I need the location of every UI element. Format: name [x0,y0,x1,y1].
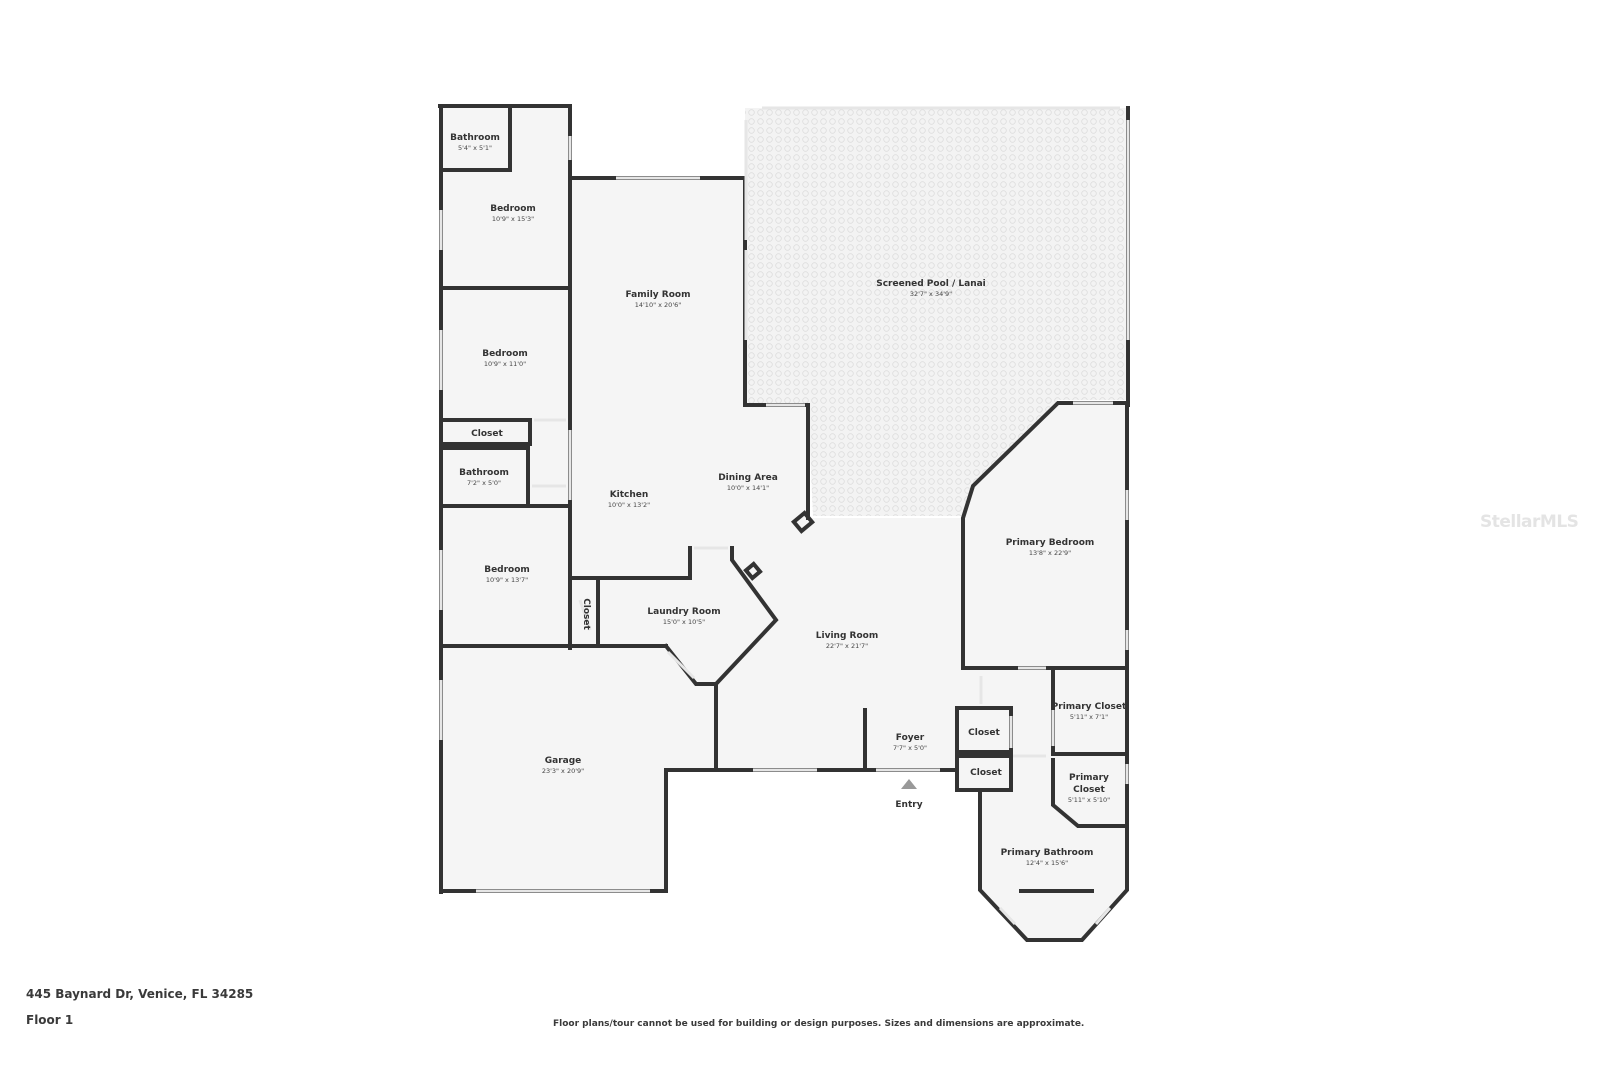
room-dims-family-room: 14'10" x 20'6" [635,301,681,309]
room-name-pool-lanai: Screened Pool / Lanai [876,279,986,289]
wall-laundry [663,546,779,686]
entry-label: Entry [895,800,922,810]
wall-closet-hall [439,418,532,446]
room-name-closet-a: Closet [968,728,1000,738]
floor-label: Floor 1 [26,1013,74,1027]
room-dims-pool-lanai: 32'7" x 34'9" [910,290,952,298]
room-labels: Bathroom 5'4" x 5'1" Bedroom 10'9" x 15'… [450,133,1127,867]
property-address: 445 Baynard Dr, Venice, FL 34285 [26,987,254,1001]
disclaimer-text: Floor plans/tour cannot be used for buil… [553,1019,1085,1029]
room-name-bathroom-hall: Bathroom [459,468,509,478]
wall-bath-hall [439,446,530,508]
wall-bath-nw [439,104,512,172]
room-name-primary-bedroom: Primary Bedroom [1006,538,1095,548]
room-name-living-room: Living Room [816,631,878,641]
room-dims-garage: 23'3" x 20'9" [542,767,584,775]
room-name-family-room: Family Room [626,290,691,300]
room-dims-dining-area: 10'0" x 14'1" [727,484,769,492]
room-dims-bedroom-3: 10'9" x 13'7" [486,576,528,584]
room-dims-primary-closet-1: 5'11" x 7'1" [1070,713,1108,721]
room-name-bedroom-2: Bedroom [482,349,528,359]
entry-arrow-icon [901,779,917,789]
wall-primary-bath [978,666,1129,942]
wall-primary-closet-2 [1051,758,1129,828]
room-dims-primary-bedroom: 13'8" x 22'9" [1029,549,1071,557]
room-dims-primary-bathroom: 12'4" x 15'6" [1026,859,1068,867]
room-dims-foyer: 7'7" x 5'0" [893,744,927,752]
wall-primary-closet-1 [1051,666,1129,756]
wall-primary-bed [961,401,1129,670]
room-dims-bedroom-1: 10'9" x 15'3" [492,215,534,223]
room-dims-laundry-room: 15'0" x 10'5" [663,618,705,626]
room-name-closet-hall: Closet [471,429,503,439]
room-name-bathroom-nw: Bathroom [450,133,500,143]
room-name-primary-closet-1: Primary Closet [1052,702,1127,712]
pillar-dining [790,510,816,534]
room-name-primary-bathroom: Primary Bathroom [1001,848,1094,858]
room-dims-bathroom-nw: 5'4" x 5'1" [458,144,492,152]
windows [439,106,1130,926]
pool-lanai-floor [745,108,1128,516]
room-name-dining-area: Dining Area [718,473,778,483]
watermark-logo: StellarMLS [1480,512,1579,532]
room-name-bedroom-1: Bedroom [490,204,536,214]
room-name-garage: Garage [545,756,582,766]
wall-kitchen-south [568,546,692,580]
room-name-closet-b: Closet [970,768,1002,778]
room-name-primary-closet-2-line1: Primary [1069,773,1109,783]
pillar-laundry [743,561,763,581]
room-name-kitchen: Kitchen [610,490,649,500]
room-name-foyer: Foyer [896,733,925,743]
room-dims-bathroom-hall: 7'2" x 5'0" [467,479,501,487]
room-name-closet-vertical: Closet [581,598,591,630]
room-name-primary-closet-2-line2: Closet [1073,785,1105,795]
room-dims-living-room: 22'7" x 21'7" [826,642,868,650]
room-name-bedroom-3: Bedroom [484,565,530,575]
room-dims-kitchen: 10'0" x 13'2" [608,501,650,509]
primary-bedroom-floor [963,403,1127,668]
wall-closet-b [955,754,1013,792]
room-name-laundry-room: Laundry Room [647,607,720,617]
room-dims-bedroom-2: 10'9" x 11'0" [484,360,526,368]
room-dims-primary-closet-2: 5'11" x 5'10" [1068,796,1110,804]
